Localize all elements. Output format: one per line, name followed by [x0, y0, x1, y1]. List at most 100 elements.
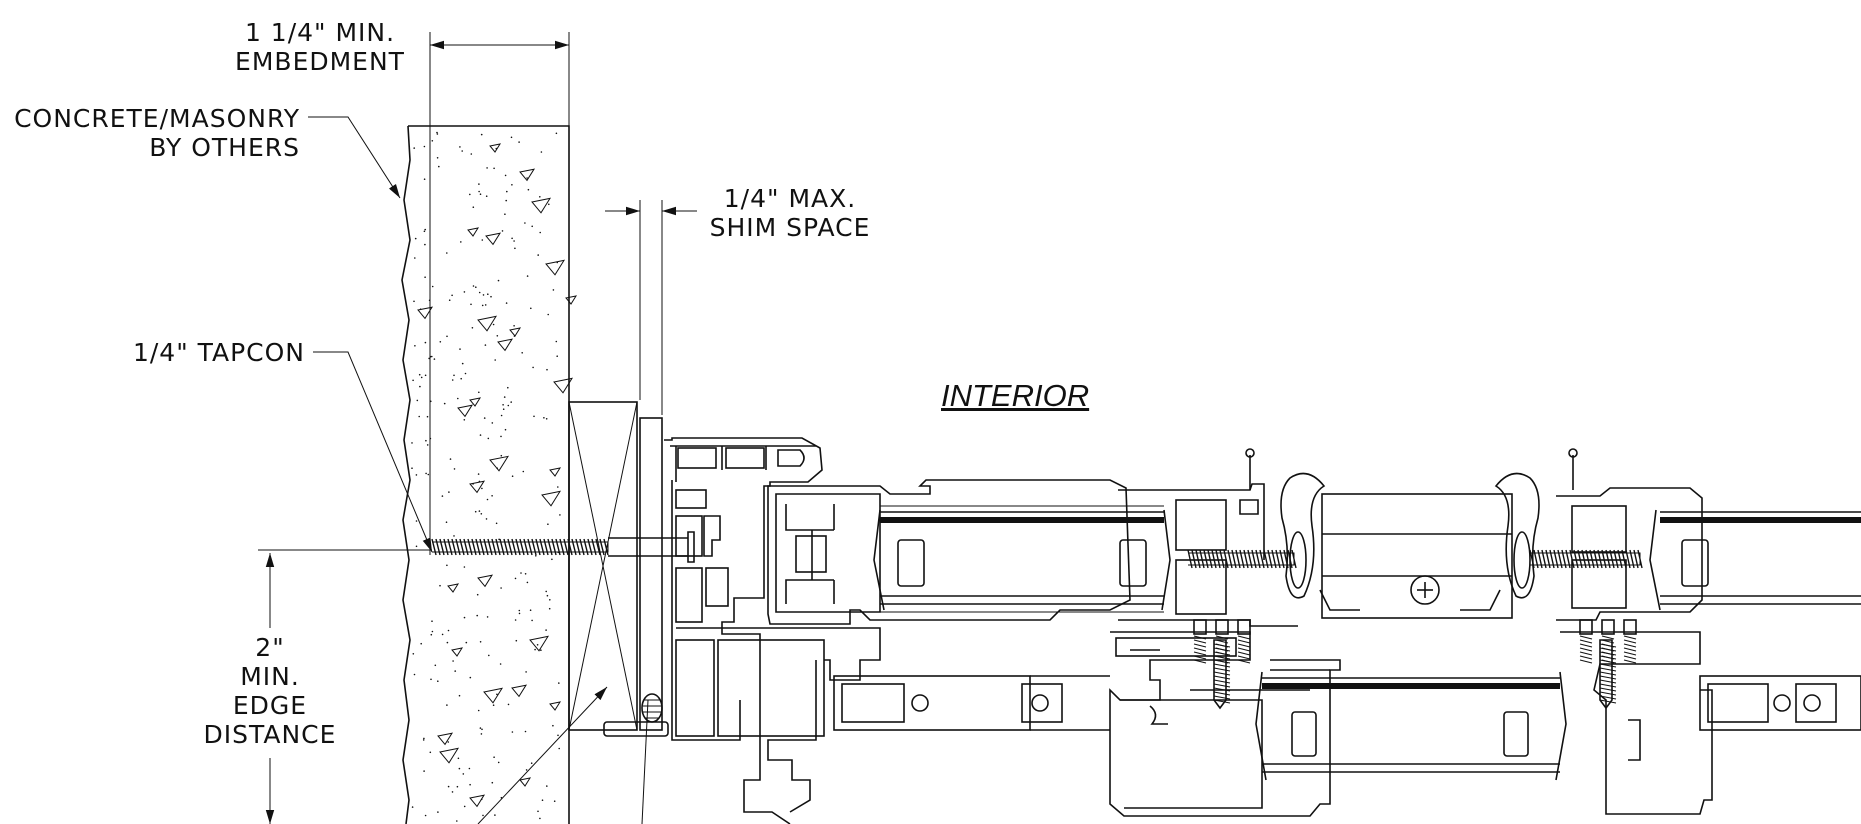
lower-left-frame — [833, 675, 1110, 731]
concrete-stipple-dot — [490, 295, 492, 298]
concrete-stipple-dot — [472, 483, 474, 485]
concrete-stipple-dot — [414, 345, 416, 347]
screw-thread-line — [1549, 549, 1555, 569]
screw-thread-line — [1599, 643, 1617, 648]
screw-thread-line — [1191, 549, 1197, 569]
concrete-stipple-dot — [415, 474, 418, 476]
concrete-stipple-dot — [506, 190, 508, 193]
concrete-stipple-dot — [446, 641, 449, 644]
phillips-screw-head-icon — [1410, 575, 1440, 605]
screw-thread-line — [1213, 647, 1231, 652]
screw-thread-line — [1213, 675, 1231, 680]
screw-thread-line — [583, 538, 589, 556]
concrete-stipple-dot — [446, 252, 448, 254]
concrete-stipple-dot — [539, 817, 541, 820]
aggregate-triangle — [477, 574, 494, 588]
concrete-stipple-dot — [500, 435, 502, 438]
concrete-stipple-dot — [459, 348, 461, 350]
concrete-stipple-dot — [533, 415, 535, 418]
concrete-stipple-dot — [545, 590, 547, 593]
concrete-stipple-dot — [452, 660, 454, 662]
screw-thread-line — [1267, 549, 1273, 569]
concrete-stipple-dot — [424, 228, 427, 231]
concrete-stipple-dot — [441, 495, 444, 497]
aggregate-triangle — [439, 747, 460, 764]
screw-thread-line — [595, 538, 601, 556]
concrete-stipple-dot — [482, 294, 485, 296]
concrete-stipple-dot — [478, 190, 480, 193]
edge-distance-label-line-2: MIN. — [240, 662, 300, 691]
screw-thread-line — [507, 538, 513, 556]
screw-thread-line — [1605, 549, 1611, 569]
concrete-stipple-dot — [552, 289, 555, 291]
screw-thread-line — [1193, 639, 1207, 644]
screw-thread-line — [431, 538, 437, 556]
screw-thread-line — [1589, 549, 1595, 569]
screw-thread-line — [1213, 679, 1231, 684]
concrete-stipple-dot — [446, 335, 448, 338]
screw-thread-line — [1291, 549, 1297, 569]
concrete-aggregate-triangle — [411, 131, 578, 822]
concrete-stipple-dot — [470, 303, 472, 306]
concrete-stipple-dot — [420, 376, 423, 379]
screw-thread-line — [543, 538, 549, 556]
concrete-stipple-dot — [446, 564, 448, 567]
concrete-stipple-dot — [469, 193, 471, 196]
screw-thread-line — [1213, 695, 1231, 700]
concrete-stipple-dot — [485, 518, 488, 520]
concrete-stipple-dot — [492, 323, 495, 326]
lower-sash-frame — [1109, 631, 1341, 817]
concrete-stipple-dot — [501, 230, 504, 232]
concrete-stipple-dot — [463, 805, 466, 808]
concrete-stipple-dot — [431, 355, 433, 358]
concrete-stipple-dot — [524, 573, 527, 575]
embedment-label-line-1: 1 1/4" MIN. — [244, 18, 396, 47]
concrete-stipple-dot — [449, 458, 452, 460]
aggregate-triangle — [485, 232, 502, 246]
left-meeting-rail — [1118, 448, 1360, 710]
concrete-stipple-dot — [424, 243, 426, 246]
screw-thread-line — [1599, 671, 1617, 676]
left-glass-unit — [873, 505, 1171, 613]
screw-thread-line — [1599, 687, 1617, 692]
concrete-stipple-dot — [413, 673, 416, 676]
concrete-stipple-dot — [480, 133, 483, 136]
concrete-stipple-dot — [486, 167, 488, 169]
concrete-stipple-dot — [545, 418, 548, 420]
concrete-stipple-dot — [556, 355, 558, 358]
screw-thread-line — [511, 538, 517, 556]
concrete-stipple-dot — [415, 545, 418, 548]
screw-thread-line — [559, 538, 565, 556]
screw-thread-line — [1633, 549, 1639, 569]
screw-thread-line — [1599, 667, 1617, 672]
concrete-stipple-dot — [411, 442, 413, 444]
screw-thread-line — [1609, 549, 1615, 569]
concrete-stipple-dot — [454, 670, 457, 672]
embedment-label: 1 1/4" MIN. EMBEDMENT — [220, 18, 420, 76]
concrete-stipple-dot — [445, 521, 448, 523]
screw-thread-line — [1553, 549, 1559, 569]
aggregate-triangle — [489, 455, 510, 472]
concrete-stipple-dot — [423, 770, 425, 772]
concrete-stipple-dot — [436, 131, 438, 134]
screw-head — [1193, 619, 1207, 635]
screw-head — [1601, 619, 1615, 635]
screw-head — [1237, 619, 1251, 635]
screw-thread-line — [1557, 549, 1563, 569]
screw-thread-line — [443, 538, 449, 556]
concrete-stipple-dot — [423, 145, 426, 148]
screw-thread-line — [1585, 549, 1591, 569]
concrete-stipple-dot — [513, 325, 515, 327]
screw-thread-line — [471, 538, 477, 556]
screw-thread-line — [451, 538, 457, 556]
screw-thread-line — [1593, 549, 1599, 569]
concrete-stipple-dot — [540, 151, 543, 153]
screw-head — [1579, 619, 1593, 635]
screw-thread-line — [503, 538, 509, 556]
concrete-stipple-dot — [502, 408, 505, 411]
screw-thread-line — [1579, 635, 1593, 640]
concrete-stipple-dot — [476, 593, 479, 596]
concrete-stipple-dot — [431, 140, 434, 142]
concrete-stipple-dot — [494, 359, 497, 361]
screw-thread-line — [1599, 691, 1617, 696]
